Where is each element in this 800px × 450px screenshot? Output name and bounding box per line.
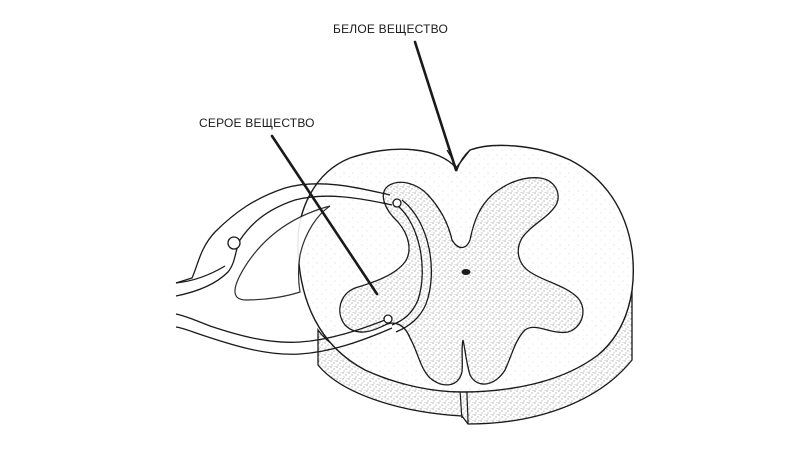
reflex-arc-fiber	[391, 205, 423, 326]
anterior-median-fissure	[459, 391, 469, 425]
white-matter-label: БЕЛОЕ ВЕЩЕСТВО	[333, 22, 449, 36]
synapse-lower	[383, 314, 393, 324]
gray-matter-leader-line	[270, 134, 379, 296]
reflex-arc-fiber-inner	[395, 199, 433, 333]
ventral-nerve-root-inner	[175, 326, 393, 355]
dorsal-root-ganglion	[227, 236, 241, 250]
gray-matter-label: СЕРОЕ ВЕЩЕСТВО	[199, 116, 315, 130]
central-canal	[461, 269, 471, 275]
spinal-nerve-upper-edge	[175, 265, 226, 284]
ventral-nerve-root	[175, 313, 391, 343]
dorsal-nerve-root-inner	[175, 195, 393, 297]
synapse-upper	[392, 198, 402, 208]
dorsal-nerve-root	[175, 183, 391, 284]
gray-matter-stipple	[339, 177, 583, 385]
white-matter-leader-line	[413, 40, 458, 172]
spinal-nerve-sheath	[234, 205, 331, 301]
